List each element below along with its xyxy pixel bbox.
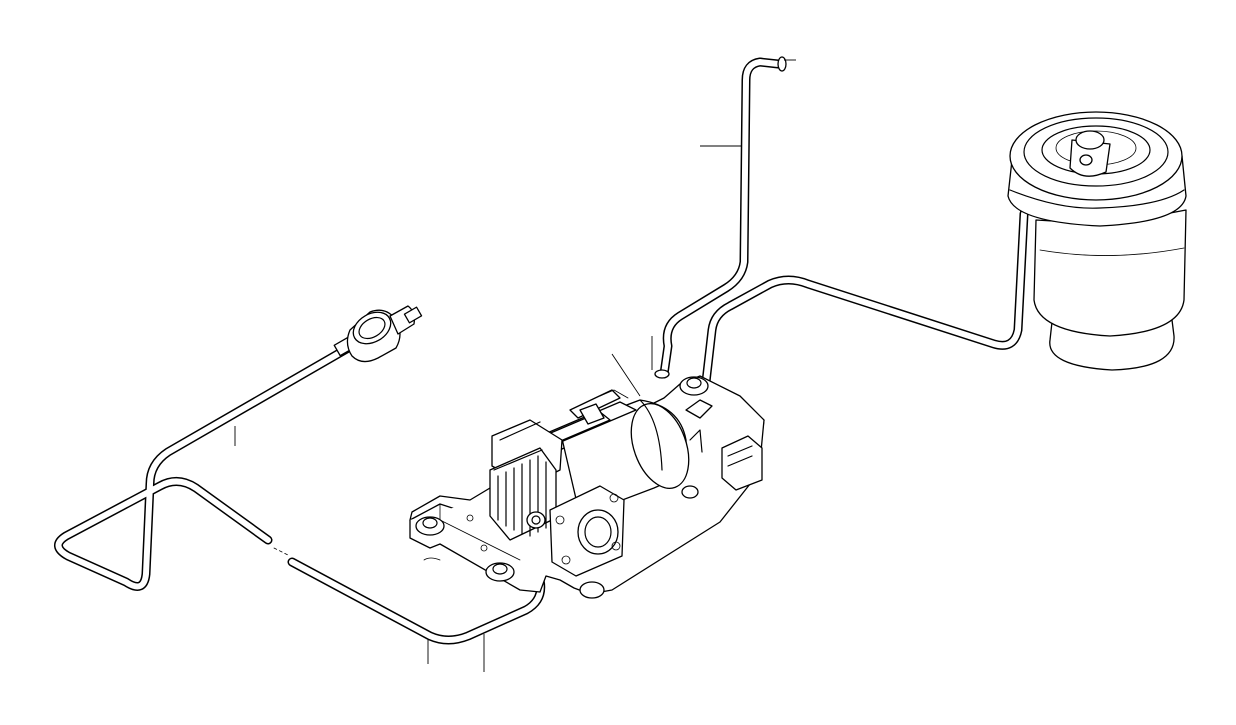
leader-lines — [234, 59, 796, 672]
compressor-assembly — [409, 375, 765, 599]
cylinder-head — [549, 485, 625, 577]
air-filter — [333, 305, 423, 363]
mounting-bolt — [679, 376, 709, 396]
mounting-bolt — [579, 581, 605, 599]
intake-riser-line — [654, 56, 787, 379]
mounting-bolt — [485, 562, 515, 582]
right-air-line — [701, 181, 1085, 387]
leader-line — [611, 353, 641, 397]
air-spring-bellows — [1007, 111, 1187, 371]
left-air-line — [54, 342, 546, 645]
mounting-bolt — [415, 516, 445, 536]
